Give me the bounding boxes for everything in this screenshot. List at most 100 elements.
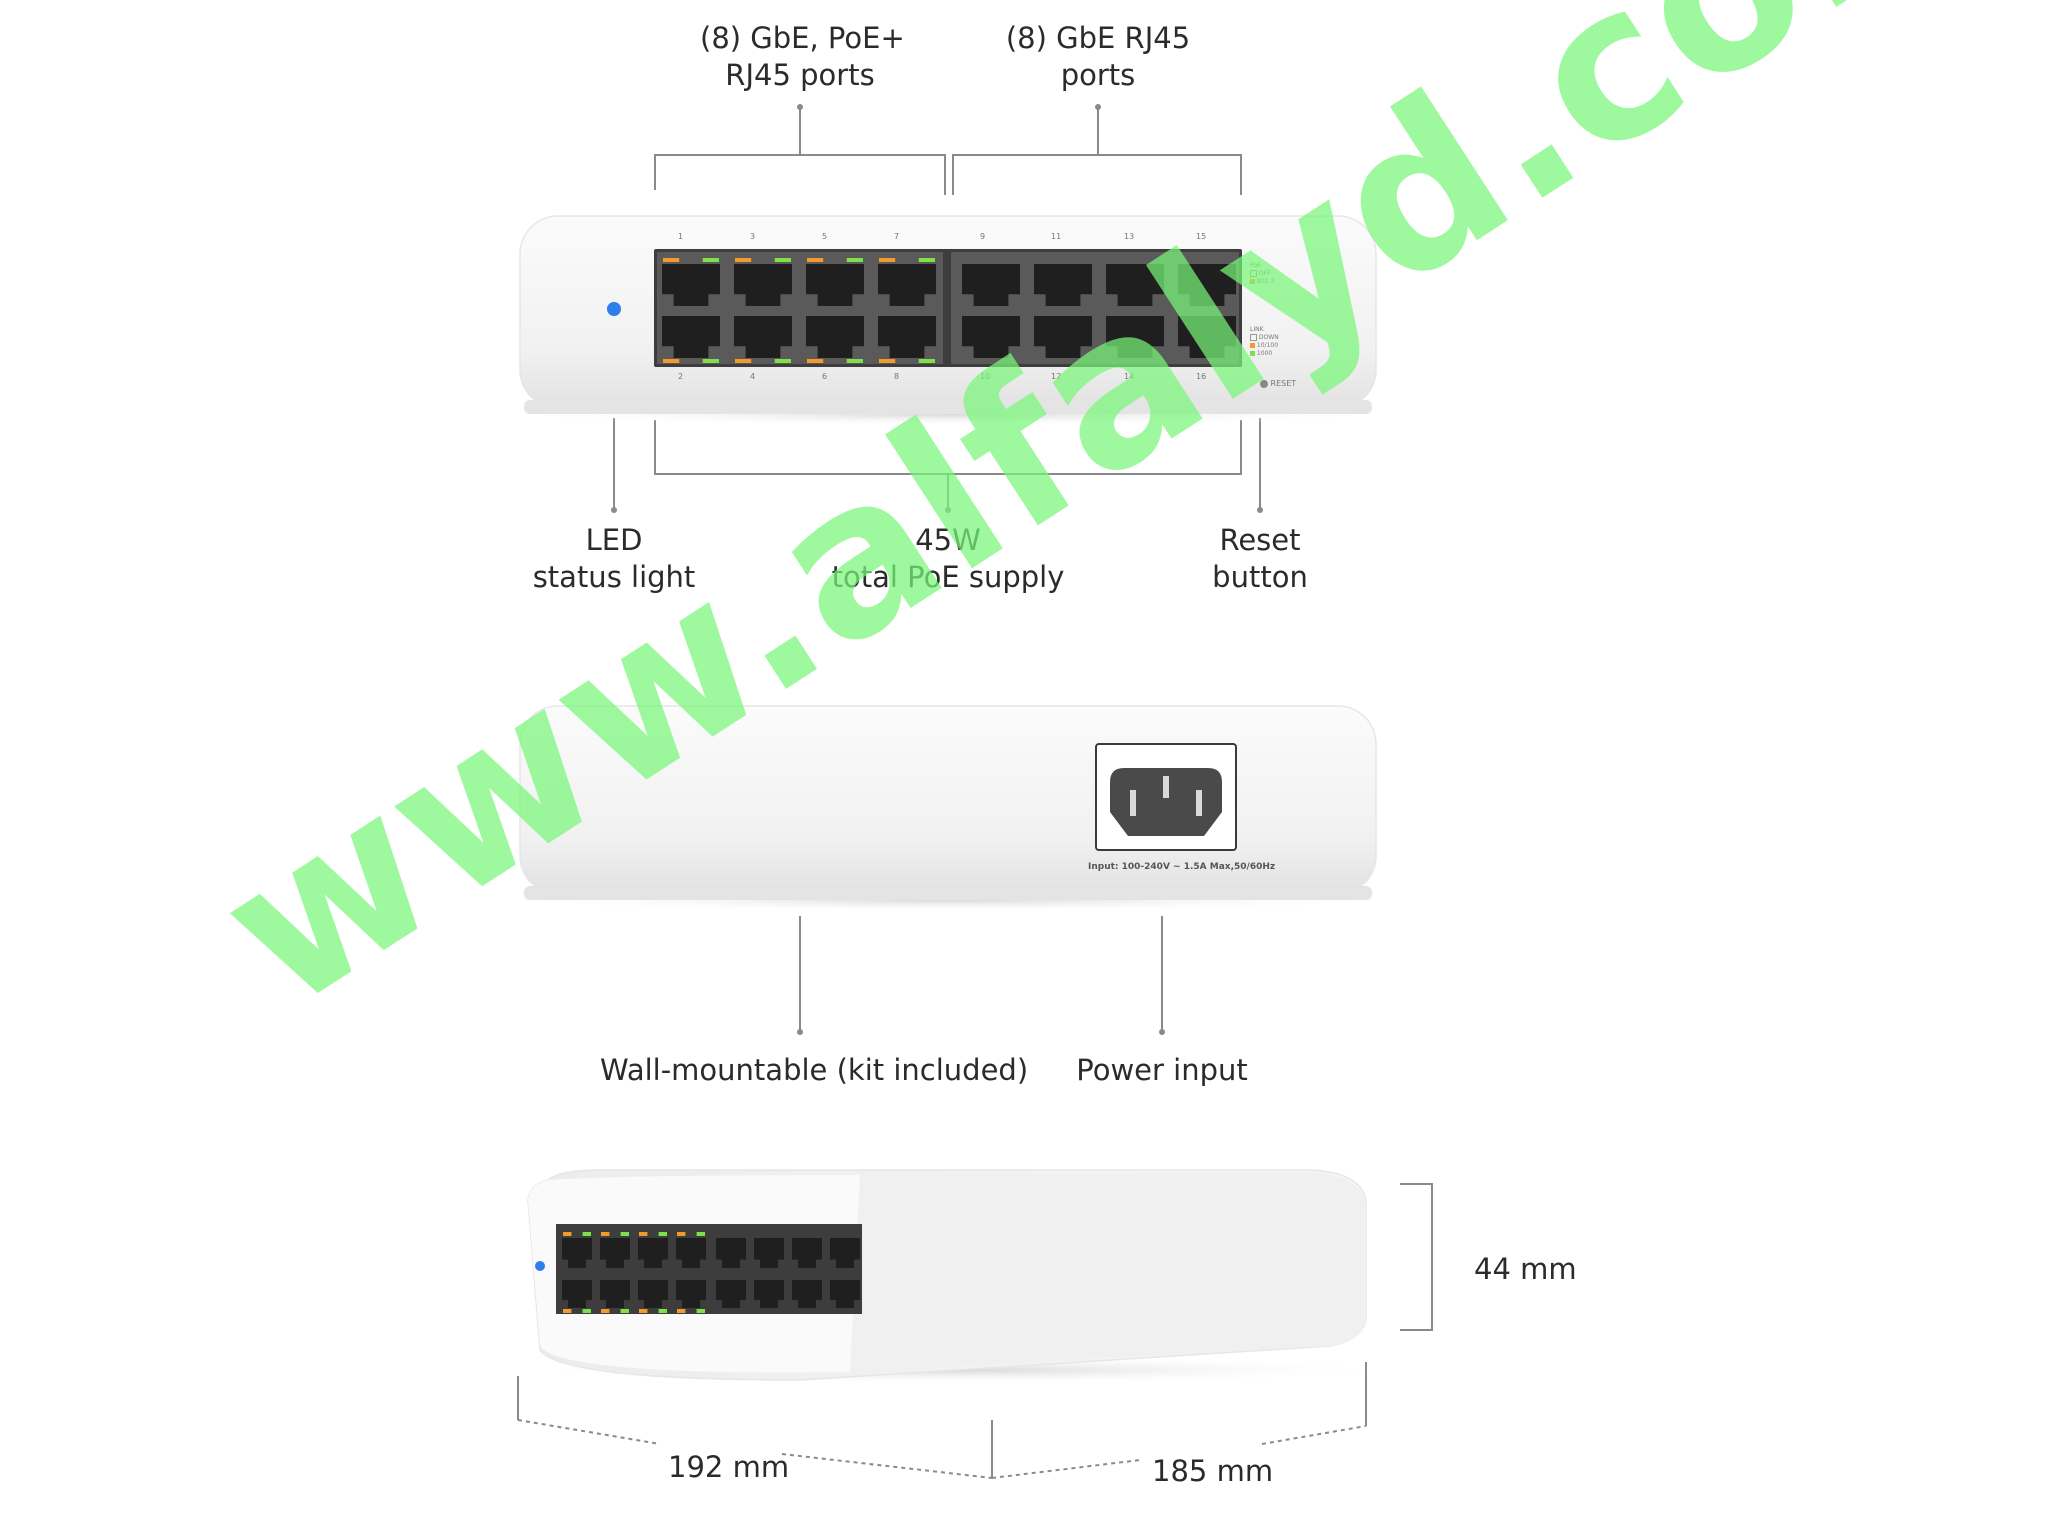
- led-status-light-perspective: [535, 1261, 545, 1271]
- rj45-port-7-link-led: [918, 258, 935, 262]
- rj45-port-2-poe-led: [663, 359, 680, 363]
- rj45-port-persp-15[interactable]: [830, 1238, 860, 1268]
- rj45-port-persp-3-poe-led: [601, 1232, 610, 1236]
- rj45-port-persp-2[interactable]: [562, 1280, 592, 1308]
- port-number-12: 12: [1051, 372, 1062, 381]
- rj45-port-persp-9[interactable]: [716, 1238, 746, 1268]
- port-number-10: 10: [980, 372, 991, 381]
- rj45-port-persp-5-link-led: [658, 1232, 667, 1236]
- callout-lines-rear: [799, 916, 1163, 1030]
- callout-lines-front: [613, 105, 1261, 508]
- rj45-port-4[interactable]: [734, 316, 792, 358]
- rj45-port-persp-1-poe-led: [563, 1232, 572, 1236]
- rj45-port-persp-3[interactable]: [600, 1238, 630, 1268]
- rj45-port-3[interactable]: [734, 264, 792, 306]
- rj45-port-persp-6[interactable]: [638, 1280, 668, 1308]
- label-power-input: Power input: [1076, 1053, 1248, 1087]
- power-socket: [1110, 768, 1222, 836]
- led-status-light: [607, 302, 621, 316]
- rj45-port-13[interactable]: [1106, 264, 1164, 306]
- port-number-3: 3: [750, 232, 756, 241]
- port-number-5: 5: [822, 232, 828, 241]
- rj45-port-5-poe-led: [807, 258, 824, 262]
- rj45-port-persp-10[interactable]: [716, 1280, 746, 1308]
- rj45-port-3-link-led: [774, 258, 791, 262]
- port-number-11: 11: [1051, 232, 1062, 241]
- rj45-port-persp-4-poe-led: [601, 1309, 610, 1313]
- rj45-port-persp-1-link-led: [582, 1232, 591, 1236]
- dimension-height: 44 mm: [1474, 1252, 1577, 1286]
- rj45-port-6-poe-led: [807, 359, 824, 363]
- rj45-port-5-link-led: [846, 258, 863, 262]
- rj45-port-persp-13[interactable]: [792, 1238, 822, 1268]
- rj45-port-persp-12[interactable]: [754, 1280, 784, 1308]
- power-spec: Input: 100-240V ~ 1.5A Max,50/60Hz: [1088, 862, 1276, 872]
- rj45-port-1[interactable]: [662, 264, 720, 306]
- rj45-port-2-link-led: [702, 359, 719, 363]
- rj45-port-persp-3-link-led: [620, 1232, 629, 1236]
- rj45-port-7-poe-led: [879, 258, 896, 262]
- dimension-lines: [517, 1183, 1433, 1479]
- rj45-port-1-poe-led: [663, 258, 680, 262]
- rj45-port-7[interactable]: [878, 264, 936, 306]
- rj45-port-16[interactable]: [1178, 316, 1236, 358]
- perspective-ports: [562, 1232, 860, 1313]
- rj45-port-persp-1[interactable]: [562, 1238, 592, 1268]
- rj45-port-persp-2-link-led: [582, 1309, 591, 1313]
- rj45-port-9[interactable]: [962, 264, 1020, 306]
- port-number-9: 9: [980, 232, 986, 241]
- rj45-port-persp-4-link-led: [620, 1309, 629, 1313]
- label-wall-mount: Wall-mountable (kit included): [600, 1053, 1029, 1087]
- port-number-15: 15: [1196, 232, 1207, 241]
- rj45-port-persp-4[interactable]: [600, 1280, 630, 1308]
- reset-label: RESET: [1270, 379, 1297, 388]
- port-number-16: 16: [1196, 372, 1207, 381]
- rj45-port-2[interactable]: [662, 316, 720, 358]
- port-number-14: 14: [1124, 372, 1135, 381]
- rj45-port-persp-5-poe-led: [639, 1232, 648, 1236]
- dimension-width: 192 mm: [668, 1450, 790, 1484]
- port-block-perspective: [556, 1224, 862, 1314]
- port-number-1: 1: [678, 232, 684, 241]
- rj45-port-11[interactable]: [1034, 264, 1092, 306]
- rj45-port-4-link-led: [774, 359, 791, 363]
- rj45-port-persp-7-link-led: [696, 1232, 705, 1236]
- rj45-port-15[interactable]: [1178, 264, 1236, 306]
- rj45-port-persp-7-poe-led: [677, 1232, 686, 1236]
- rj45-port-8[interactable]: [878, 316, 936, 358]
- rj45-port-10[interactable]: [962, 316, 1020, 358]
- port-number-6: 6: [822, 372, 828, 381]
- rj45-port-persp-2-poe-led: [563, 1309, 572, 1313]
- reset-button[interactable]: RESET: [1260, 379, 1296, 388]
- rj45-port-3-poe-led: [735, 258, 752, 262]
- rj45-port-persp-5[interactable]: [638, 1238, 668, 1268]
- rj45-port-persp-16[interactable]: [830, 1280, 860, 1308]
- rj45-port-8-link-led: [918, 359, 935, 363]
- rj45-port-6[interactable]: [806, 316, 864, 358]
- port-number-4: 4: [750, 372, 756, 381]
- rj45-port-6-link-led: [846, 359, 863, 363]
- rj45-port-1-link-led: [702, 258, 719, 262]
- rj45-port-persp-11[interactable]: [754, 1238, 784, 1268]
- rj45-port-12[interactable]: [1034, 316, 1092, 358]
- dimension-depth: 185 mm: [1152, 1454, 1274, 1488]
- link-legend: LINK DOWN 10/100 1000: [1250, 326, 1279, 357]
- port-number-8: 8: [894, 372, 900, 381]
- rj45-port-8-poe-led: [879, 359, 896, 363]
- rj45-port-persp-6-poe-led: [639, 1309, 648, 1313]
- front-ports: [662, 258, 1236, 363]
- rj45-port-persp-14[interactable]: [792, 1280, 822, 1308]
- rj45-port-14[interactable]: [1106, 316, 1164, 358]
- rj45-port-persp-7[interactable]: [676, 1238, 706, 1268]
- rj45-port-persp-8-link-led: [696, 1309, 705, 1313]
- poe-legend: PoE OFF 802.3: [1250, 262, 1275, 285]
- port-number-7: 7: [894, 232, 900, 241]
- label-poe-ports: (8) GbE, PoE+RJ45 ports: [700, 21, 905, 92]
- rj45-port-5[interactable]: [806, 264, 864, 306]
- rj45-port-persp-8[interactable]: [676, 1280, 706, 1308]
